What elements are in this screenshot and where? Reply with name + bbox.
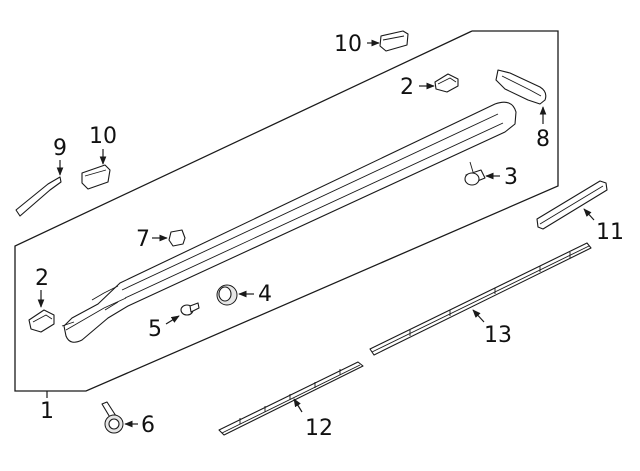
callout-12: 12 (305, 416, 333, 441)
callout-8: 8 (536, 127, 550, 152)
callout-10-lower: 10 (89, 124, 117, 149)
bracket-part-10-lower (81, 164, 111, 190)
callout-2-upper: 2 (400, 75, 414, 100)
callout-5: 5 (148, 317, 162, 342)
callout-1: 1 (40, 399, 54, 424)
bolt-part-6 (101, 401, 124, 434)
screw-part-5 (180, 302, 200, 316)
bolt-part-3 (464, 161, 486, 186)
callout-4: 4 (258, 282, 272, 307)
callout-7: 7 (136, 227, 150, 252)
clip-part-7 (168, 229, 186, 247)
trim-strip-part-11 (536, 180, 608, 230)
molding-part-12 (218, 361, 364, 436)
end-cap-part-8 (495, 69, 547, 105)
assembly-boundary (14, 30, 559, 392)
callout-13: 13 (484, 323, 512, 348)
callout-10-upper: 10 (334, 32, 362, 57)
grommet-part-4 (216, 284, 238, 306)
callout-6: 6 (141, 413, 155, 438)
callout-3: 3 (504, 165, 518, 190)
running-board (61, 101, 517, 343)
molding-part-13 (369, 242, 592, 356)
strip-part-9 (15, 176, 62, 217)
clip-part-2-lower (28, 309, 55, 333)
leader-lines (37, 39, 595, 428)
bracket-part-10-upper (379, 30, 409, 52)
clip-part-2-upper (434, 73, 459, 93)
callout-9: 9 (53, 136, 67, 161)
callout-2-lower: 2 (35, 266, 49, 291)
callout-11: 11 (596, 220, 624, 245)
